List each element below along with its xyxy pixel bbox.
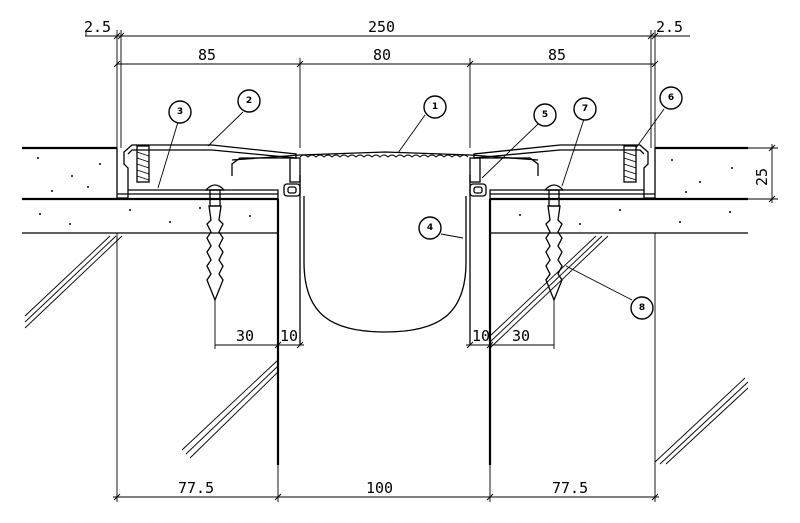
joint-gap-walls (276, 175, 492, 465)
dim-right-plate: 85 (548, 46, 566, 64)
dim-right-gap: 10 (472, 327, 490, 345)
svg-text:7: 7 (582, 104, 588, 114)
dim-left-gap: 10 (280, 327, 298, 345)
callout-leaders (157, 108, 665, 301)
callout-4: 4 (418, 216, 442, 240)
left-frame-profile (116, 144, 297, 199)
svg-text:3: 3 (177, 107, 183, 117)
svg-text:4: 4 (427, 223, 433, 233)
callout-5: 5 (533, 103, 557, 127)
dim-total-width: 250 (368, 18, 395, 36)
dim-left-anchor-dist: 30 (236, 327, 254, 345)
section-hatching (24, 235, 749, 465)
callout-7: 7 (573, 97, 597, 121)
dim-right-offset: 2.5 (656, 18, 683, 36)
right-anchor-bolt (543, 184, 565, 322)
callout-3: 3 (168, 100, 192, 124)
svg-text:1: 1 (432, 102, 438, 112)
svg-text:2: 2 (246, 96, 252, 106)
center-cover-plate (231, 151, 539, 183)
floor-slab (22, 146, 748, 234)
dim-bottom-right: 77.5 (552, 479, 588, 497)
left-anchor-bolt (204, 184, 226, 322)
dim-right-anchor-dist: 30 (512, 327, 530, 345)
svg-text:6: 6 (668, 93, 674, 103)
rubber-bellows (303, 196, 467, 333)
dim-bottom-left: 77.5 (178, 479, 214, 497)
callout-8: 8 (630, 296, 654, 320)
dim-left-offset: 2.5 (84, 18, 111, 36)
clip-connectors (283, 183, 487, 197)
callout-2: 2 (237, 89, 261, 113)
callout-1: 1 (423, 95, 447, 119)
fixing-screws (136, 145, 637, 183)
dimension-lines (85, 30, 778, 502)
callout-6: 6 (659, 86, 683, 110)
dim-center-cover: 80 (373, 46, 391, 64)
svg-text:8: 8 (639, 303, 645, 313)
dim-left-plate: 85 (198, 46, 216, 64)
dim-height: 25 (753, 168, 771, 186)
dim-bottom-center: 100 (366, 479, 393, 497)
svg-text:5: 5 (542, 110, 548, 120)
